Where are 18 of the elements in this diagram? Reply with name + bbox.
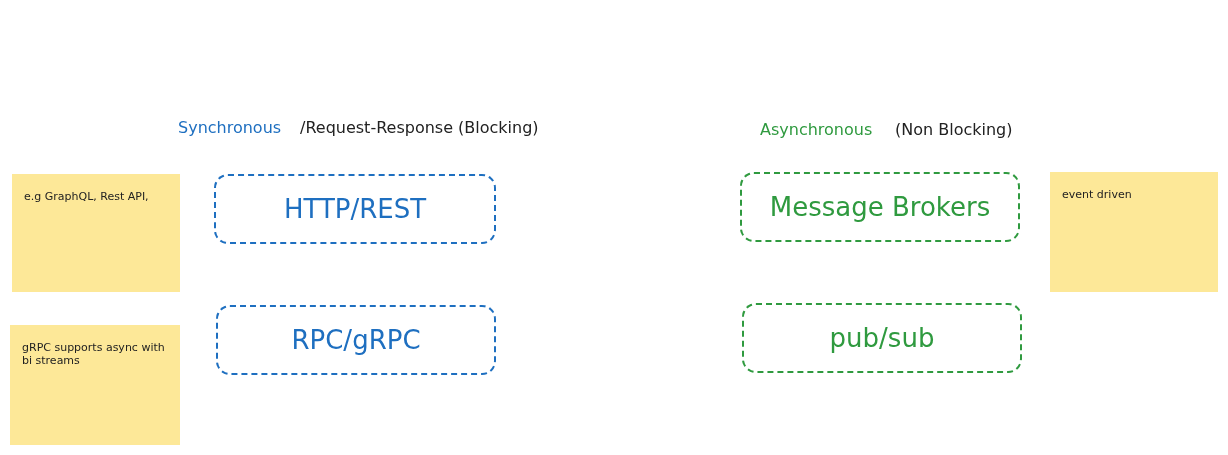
column-heading: Asynchronous [760, 120, 873, 139]
box-label: Message Brokers [769, 192, 991, 222]
sticky-note [12, 174, 180, 292]
dashed-box [216, 305, 496, 375]
column-heading: /Request-Response (Blocking) [300, 118, 539, 137]
note-text: e.g GraphQL, Rest API, [24, 190, 149, 203]
note-text: event driven [1062, 188, 1132, 201]
dashed-box [742, 303, 1022, 373]
box-label: HTTP/REST [283, 194, 427, 224]
box-label: pub/sub [829, 323, 935, 353]
dashed-box [740, 172, 1020, 242]
note-text: gRPC supports async with bi streams [22, 341, 165, 367]
box-label: RPC/gRPC [291, 325, 421, 355]
column-heading: Synchronous [178, 118, 282, 137]
sticky-note [1050, 172, 1218, 292]
dashed-box [214, 174, 496, 244]
sticky-note [10, 325, 180, 445]
column-heading: (Non Blocking) [895, 120, 1013, 139]
